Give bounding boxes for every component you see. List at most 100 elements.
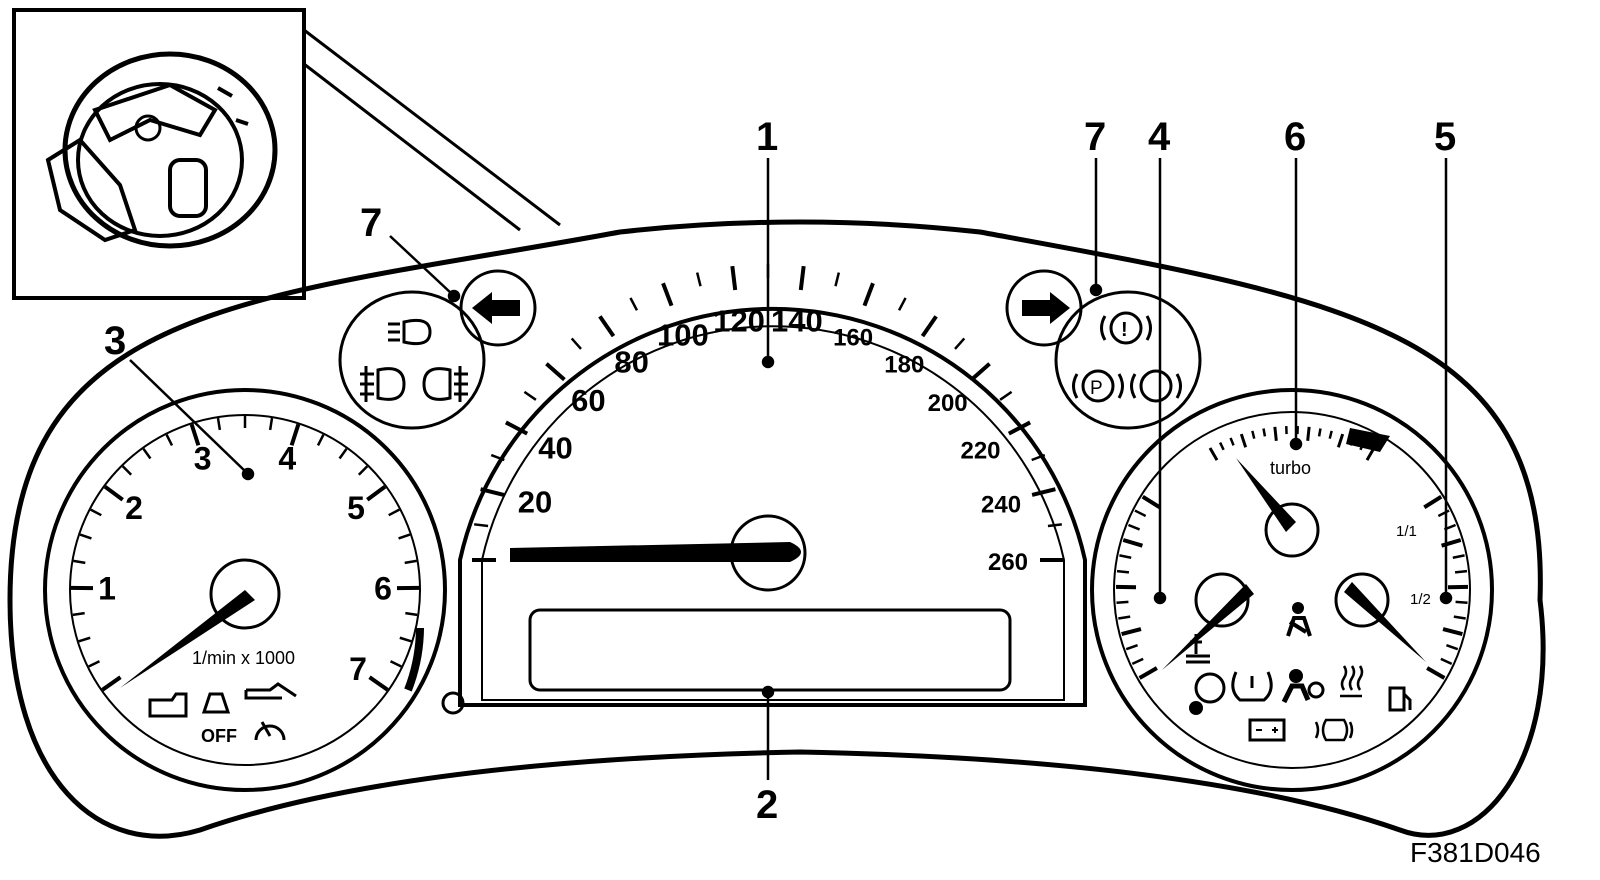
speedometer-tick (490, 453, 505, 462)
parking-brake-icon: P (1072, 369, 1124, 403)
callout-2: 2 (756, 783, 778, 827)
speedometer-label: 220 (960, 437, 1000, 464)
turbo-tick (1336, 433, 1345, 448)
tachometer-tick (142, 447, 152, 460)
speedometer-label: 180 (884, 351, 924, 378)
tachometer-label: 5 (347, 490, 365, 526)
ignition-lock-inset (12, 8, 561, 300)
temperature-tick (1118, 615, 1131, 620)
speedometer-tick (1031, 453, 1046, 462)
warning-lamp-blank (1194, 672, 1226, 704)
speedometer-tick (730, 265, 738, 291)
callout-1: 1 (756, 115, 778, 159)
speedometer-tick (920, 315, 938, 338)
svg-text:!: ! (1121, 319, 1128, 341)
tachometer-tick (88, 660, 101, 668)
speedometer-tick (1047, 523, 1062, 528)
turbo-label: turbo (1270, 458, 1311, 478)
tachometer-tick (72, 611, 85, 617)
speedometer-needle (510, 542, 801, 562)
fuel-tick (1437, 509, 1450, 518)
fuel-half-label: 1/2 (1410, 591, 1431, 608)
temperature-tick (1134, 509, 1147, 518)
tachometer-tick (101, 675, 122, 692)
temperature-tick (1121, 627, 1142, 637)
turbo-tick (1273, 426, 1278, 441)
fuel-scale-ticks (1423, 495, 1469, 680)
speedometer-label: 20 (518, 485, 552, 520)
tachometer-tick (90, 508, 102, 517)
speedometer-tick (834, 272, 841, 287)
tire-pressure-icon (1231, 671, 1273, 702)
callout-3: 3 (104, 319, 126, 363)
speedometer-tick (480, 487, 505, 497)
speedometer-tick (570, 337, 582, 350)
traction-off-icon (201, 692, 231, 714)
tachometer-ticks (70, 416, 420, 692)
glow-plug-icon (1314, 718, 1354, 742)
tachometer-label: 7 (349, 651, 367, 687)
tachometer-tick (338, 447, 348, 460)
speedometer-tick (474, 523, 489, 528)
rear-defrost-icon (1340, 665, 1364, 698)
tachometer-tick (216, 417, 222, 431)
figure-code: F381D046 (1410, 837, 1541, 868)
speedometer-label: 240 (981, 492, 1021, 519)
abs-icon (1130, 369, 1182, 403)
tachometer-tick (399, 636, 412, 643)
oil-pressure-icon (244, 682, 297, 700)
callout-4: 4 (1148, 115, 1171, 159)
turbo-tick (1306, 426, 1311, 441)
tachometer-tick (316, 434, 325, 446)
speedometer-tick (798, 265, 806, 291)
info-display (528, 608, 1012, 692)
fuel-tick (1440, 657, 1453, 666)
speedometer-tick (695, 272, 702, 287)
speedometer-label: 80 (614, 344, 648, 379)
fuel-tick (1423, 495, 1443, 510)
headlight-icon (388, 318, 432, 346)
turbo-tick (1262, 428, 1267, 437)
speedometer-ticks (472, 263, 1065, 563)
speedometer-tick (1031, 487, 1056, 497)
tachometer-label: 4 (278, 441, 296, 477)
tachometer-tick (405, 611, 418, 617)
tachometer-unit: 1/min x 1000 (192, 648, 295, 668)
tachometer-label: 2 (125, 490, 143, 526)
check-engine-icon (148, 692, 188, 718)
tachometer-tick (73, 559, 86, 565)
speedometer-label: 100 (657, 318, 709, 353)
speedometer-tick (504, 420, 529, 436)
speedometer-tick (629, 297, 639, 311)
speedometer-tick (897, 297, 907, 311)
fuel-tick (1455, 600, 1468, 605)
callout-7-left: 7 (360, 201, 382, 245)
turbo-tick (1251, 430, 1256, 439)
tachometer-tick (357, 465, 369, 476)
tachometer-tick (78, 636, 91, 643)
turbo-tick (1317, 428, 1322, 437)
speedometer-label: 260 (988, 549, 1028, 576)
temperature-tick (1138, 666, 1158, 680)
temperature-tick (1119, 554, 1132, 559)
callout-5: 5 (1434, 115, 1456, 159)
temperature-tick (1141, 495, 1161, 510)
temperature-tick (1122, 538, 1143, 548)
tachometer-tick (189, 423, 201, 446)
turbo-tick (1218, 442, 1225, 451)
speedometer-label: 200 (928, 390, 968, 417)
turbo-tick (1328, 430, 1333, 439)
speedometer-label: 140 (771, 304, 823, 339)
tachometer-tick (268, 417, 274, 431)
fuel-tick (1426, 666, 1446, 680)
svg-text:P: P (1090, 378, 1103, 399)
speedometer-tick (661, 282, 674, 307)
brake-warning-icon: ! (1100, 311, 1152, 345)
temperature-tick (1116, 569, 1130, 574)
temperature-scale-ticks (1115, 495, 1161, 680)
temperature-tick (1127, 523, 1141, 531)
tachometer-tick (368, 675, 389, 692)
